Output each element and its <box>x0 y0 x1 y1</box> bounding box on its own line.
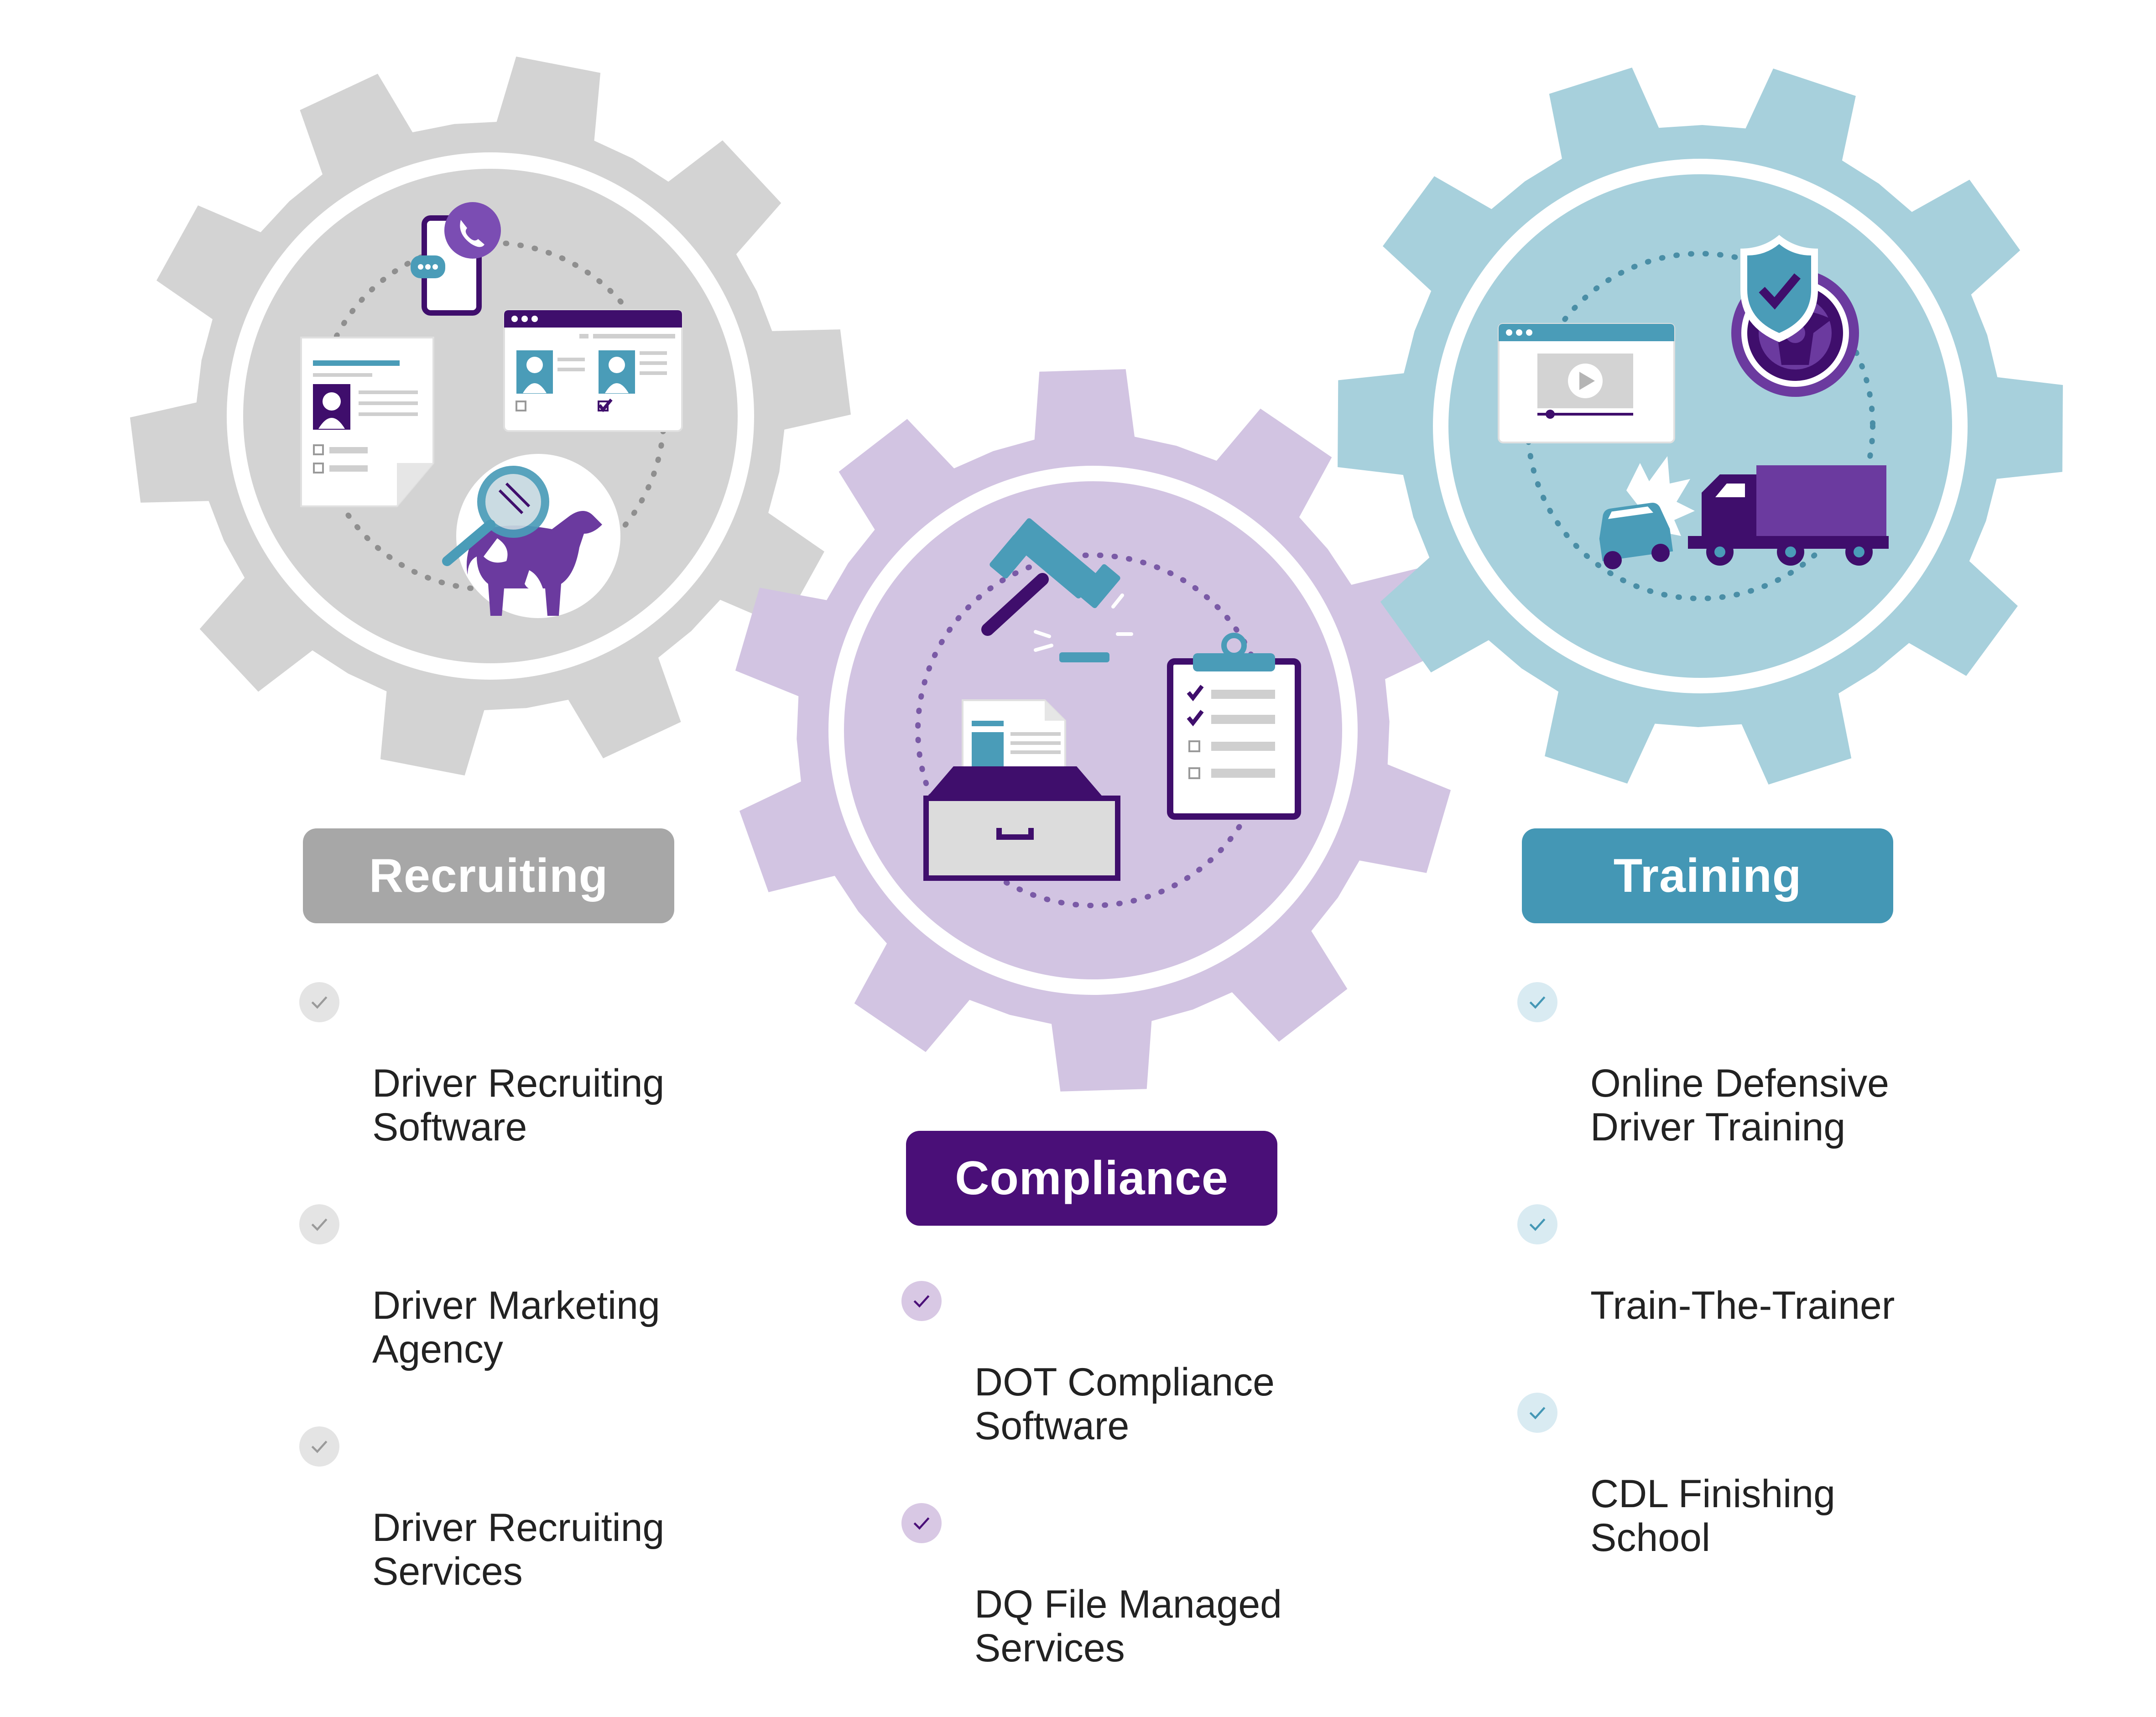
check-icon <box>901 1281 942 1321</box>
check-icon <box>1517 1393 1557 1433</box>
list-item-label: Driver Recruiting Software <box>372 1061 665 1149</box>
list-item-label: DOT Compliance Software <box>974 1360 1275 1448</box>
list-item-label: DQ File Managed Services <box>974 1582 1282 1670</box>
purple-cow-magnifier-icon <box>442 454 620 618</box>
list-item: DOT Compliance Software <box>901 1273 1312 1448</box>
file-drawer-icon <box>923 699 1120 881</box>
check-icon <box>299 1204 339 1244</box>
check-icon <box>901 1503 942 1543</box>
truck-collision-icon <box>1599 456 1889 569</box>
check-icon <box>1517 1204 1557 1244</box>
list-item: DQ File Managed Services <box>901 1495 1312 1670</box>
list-item-label: Driver Marketing Agency <box>372 1284 660 1371</box>
gears-illustration <box>130 57 2063 1092</box>
list-item: CDL Finishing School <box>1517 1384 1928 1560</box>
recruiting-list: Driver Recruiting Software Driver Market… <box>299 974 710 1640</box>
list-item: Online Defensive Driver Training <box>1517 974 1928 1149</box>
training-heading: Training <box>1522 828 1893 923</box>
compliance-list: DOT Compliance Software DQ File Managed … <box>901 1273 1312 1717</box>
candidate-profiles-window-icon <box>503 309 683 432</box>
check-icon <box>1517 982 1557 1022</box>
recruiting-heading: Recruiting <box>303 828 674 923</box>
resume-document-icon <box>300 337 434 507</box>
video-player-icon <box>1498 323 1675 443</box>
training-list: Online Defensive Driver Training Train-T… <box>1517 974 1928 1560</box>
shield-check-icon <box>1740 235 1818 342</box>
list-item-label: CDL Finishing School <box>1590 1472 1835 1560</box>
list-item-label: Train-The-Trainer <box>1590 1284 1895 1327</box>
gavel-icon <box>981 518 1133 662</box>
check-icon <box>299 1426 339 1467</box>
compliance-heading: Compliance <box>906 1131 1277 1226</box>
check-icon <box>299 982 339 1022</box>
checklist-clipboard-icon <box>1167 633 1301 820</box>
list-item-label: Online Defensive Driver Training <box>1590 1061 1889 1149</box>
phone-chat-icon <box>411 202 501 316</box>
list-item: Driver Recruiting Services <box>299 1418 710 1593</box>
list-item-label: Driver Recruiting Services <box>372 1506 665 1593</box>
list-item: Train-The-Trainer <box>1517 1196 1928 1327</box>
list-item: Driver Recruiting Software <box>299 974 710 1149</box>
list-item: Driver Marketing Agency <box>299 1196 710 1371</box>
